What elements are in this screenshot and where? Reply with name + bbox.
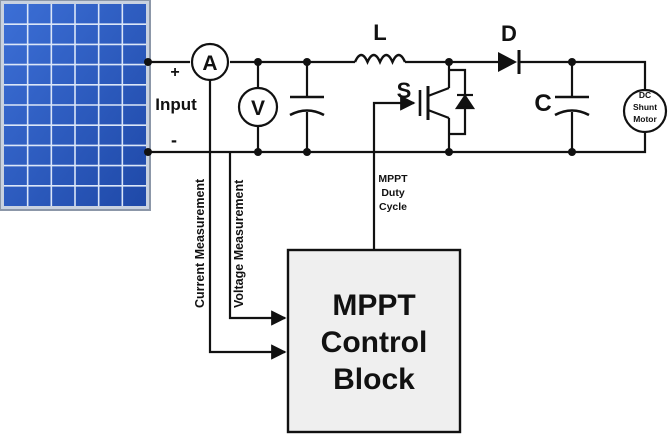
current-measurement-label: Current Measurement — [193, 178, 207, 308]
voltmeter: V — [237, 86, 279, 128]
solar-panel — [0, 0, 151, 211]
voltage-measurement-label: Voltage Measurement — [232, 179, 246, 308]
inductor: L — [353, 20, 407, 65]
motor-label-line2: Shunt — [633, 102, 657, 112]
block-label-line1: MPPT — [332, 289, 415, 322]
duty-label-line1: MPPT — [378, 173, 408, 185]
ammeter-label: A — [202, 52, 217, 75]
duty-label-line2: Duty — [381, 187, 404, 199]
motor-label-line1: DC — [639, 90, 651, 100]
duty-label-line3: Cycle — [379, 201, 407, 213]
inductor-label: L — [373, 20, 386, 45]
voltmeter-label: V — [251, 97, 265, 120]
switch-igbt — [418, 68, 476, 136]
minus-label: - — [171, 130, 177, 150]
plus-label: + — [170, 64, 179, 81]
diode: D — [498, 21, 521, 74]
junction-dots — [144, 58, 576, 156]
block-label-line3: Block — [333, 363, 415, 396]
wires — [148, 60, 647, 360]
ammeter: A — [190, 42, 230, 82]
switch-label: S — [397, 78, 412, 103]
input-label: Input — [155, 95, 197, 114]
diode-label: D — [501, 21, 517, 46]
capacitor-label: C — [534, 90, 551, 117]
motor-label-line3: Motor — [633, 114, 657, 124]
output-capacitor — [554, 95, 590, 117]
block-label-line2: Control — [321, 326, 428, 359]
dc-shunt-motor: DC Shunt Motor — [622, 88, 668, 134]
mppt-control-block: MPPT Control Block — [286, 248, 462, 434]
input-capacitor — [289, 95, 325, 117]
